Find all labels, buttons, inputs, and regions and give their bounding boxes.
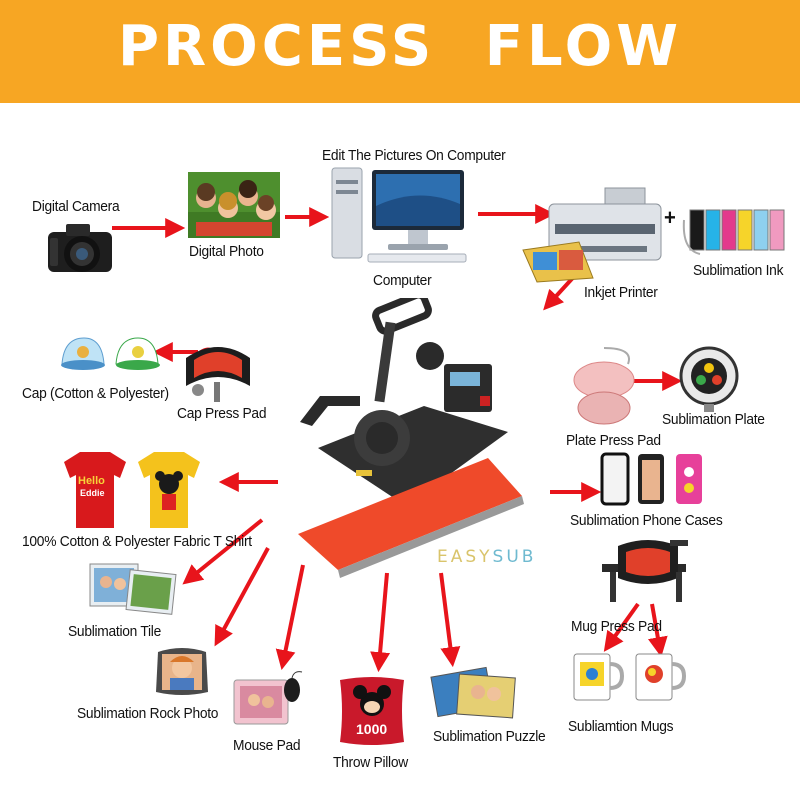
label-puzzle: Sublimation Puzzle [433, 728, 546, 745]
label-sublimation-plate: Sublimation Plate [662, 411, 765, 428]
pillow-print-text: 1000 [356, 721, 387, 737]
title-banner: PROCESS FLOW [0, 0, 800, 103]
page-title: PROCESS FLOW [117, 14, 683, 79]
arrow-press-mousepad [275, 564, 305, 671]
tshirts-image: Hello Eddie [64, 452, 200, 528]
label-digital-camera: Digital Camera [32, 198, 120, 215]
sublimation-plate-image [679, 346, 739, 412]
label-mouse-pad: Mouse Pad [233, 737, 301, 754]
label-sublimation-ink: Sublimation Ink [693, 262, 784, 279]
mouse-pad-image [233, 671, 303, 725]
label-mug-press-pad: Mug Press Pad [571, 618, 662, 635]
label-mugs: Subliamtion Mugs [568, 718, 674, 735]
camera-icon [48, 224, 112, 272]
phone-cases-image [600, 452, 702, 506]
sublimation-tile-image [89, 563, 177, 615]
cap-press-pad-icon [186, 347, 250, 402]
heat-press-machine-image [298, 298, 524, 578]
caps-image [61, 337, 160, 370]
label-phone-cases: Sublimation Phone Cases [570, 512, 723, 529]
throw-pillow-image: 1000 [340, 677, 404, 745]
puzzle-image [430, 666, 516, 719]
label-inkjet-printer: Inkjet Printer [584, 284, 658, 301]
computer-icon [331, 167, 467, 263]
inkjet-printer-icon [522, 187, 662, 283]
label-tshirt: 100% Cotton & Polyester Fabric T Shirt [22, 533, 252, 550]
tshirt-print-text: Hello [78, 475, 105, 487]
easysub-watermark: EASYSUB [437, 547, 537, 567]
label-cap-press-pad: Cap Press Pad [177, 405, 267, 422]
plus-sign: + [664, 205, 676, 230]
label-sublimation-tile: Sublimation Tile [68, 623, 162, 640]
arrow-press-rock [214, 547, 270, 647]
arrow-press-pillow [370, 572, 391, 673]
ink-tanks-icon [682, 209, 785, 255]
mugs-image [573, 653, 686, 701]
label-edit-pictures: Edit The Pictures On Computer [322, 147, 506, 164]
label-cap: Cap (Cotton & Polyester) [22, 385, 169, 402]
label-computer: Computer [373, 272, 432, 289]
mug-press-pad-icon [602, 540, 688, 602]
family-photo-image [188, 172, 280, 238]
label-rock-photo: Sublimation Rock Photo [77, 705, 219, 722]
arrow-press-puzzle [439, 572, 461, 668]
label-throw-pillow: Throw Pillow [333, 754, 408, 771]
plate-press-pad-icon [573, 347, 635, 425]
label-plate-press-pad: Plate Press Pad [566, 432, 661, 449]
rock-photo-image [156, 648, 208, 695]
svg-text:Eddie: Eddie [80, 488, 105, 498]
label-digital-photo: Digital Photo [189, 243, 264, 260]
